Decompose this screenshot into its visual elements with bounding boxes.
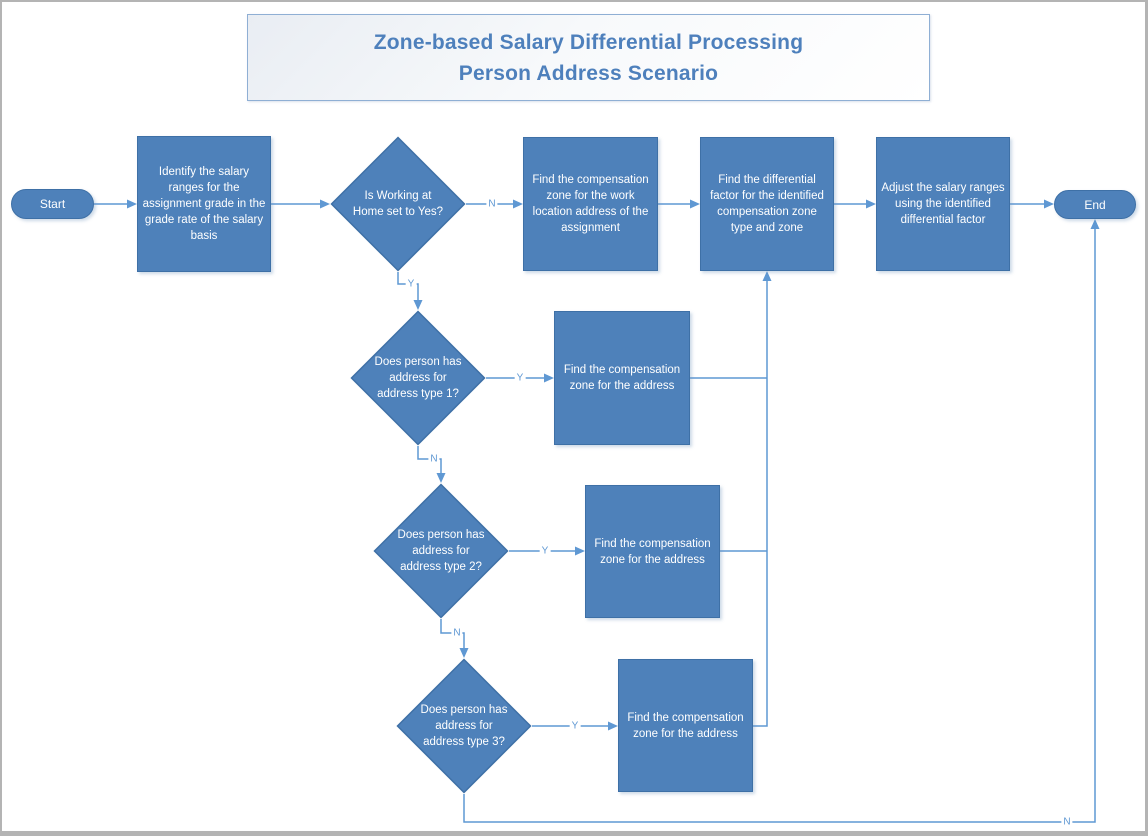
arrowhead-icon [1090, 219, 1100, 229]
decision-address-type-3: Does person has address for address type… [396, 658, 532, 794]
process-find-zone-address-2: Find the compensation zone for the addre… [585, 485, 720, 618]
arrowhead-icon [690, 199, 700, 209]
edge-label-type3-no: N [1061, 816, 1073, 828]
diamond-shape-icon [373, 483, 509, 619]
arrowhead-icon [575, 546, 585, 556]
arrowhead-icon [866, 199, 876, 209]
process-find-zone-work-location: Find the compensation zone for the work … [523, 137, 658, 271]
diamond-shape-icon [330, 136, 466, 272]
edge-label-type1-yes: Y [514, 372, 526, 384]
decision-address-type-2: Does person has address for address type… [373, 483, 509, 619]
end-label: End [1084, 197, 1106, 212]
process-find-zone-address-1-label: Find the compensation zone for the addre… [563, 364, 681, 392]
process-find-differential-factor-label: Find the differential factor for the ide… [710, 174, 824, 234]
process-identify-salary-ranges-label: Identify the salary ranges for the assig… [142, 166, 266, 242]
arrowhead-icon [127, 199, 137, 209]
start-terminator: Start [11, 189, 94, 219]
diamond-shape-icon [350, 310, 486, 446]
edge-label-working-at-home-yes: Y [405, 278, 417, 290]
arrowhead-icon [762, 271, 772, 281]
process-find-differential-factor: Find the differential factor for the ide… [700, 137, 834, 271]
process-find-zone-work-location-label: Find the compensation zone for the work … [532, 174, 649, 234]
diagram-title-box: Zone-based Salary Differential Processin… [247, 14, 930, 101]
edge-label-working-at-home-no: N [486, 198, 498, 210]
diamond-shape-icon [396, 658, 532, 794]
diagram-title-line2: Person Address Scenario [458, 61, 719, 85]
process-adjust-salary-ranges: Adjust the salary ranges using the ident… [876, 137, 1010, 271]
diagram-title-line1: Zone-based Salary Differential Processin… [373, 30, 804, 54]
arrowhead-icon [413, 300, 423, 310]
process-find-zone-address-3-label: Find the compensation zone for the addre… [627, 711, 744, 740]
edge-label-type2-no: N [451, 627, 463, 639]
arrowhead-icon [459, 648, 469, 658]
arrowhead-icon [513, 199, 523, 209]
decision-address-type-1: Does person has address for address type… [350, 310, 486, 446]
start-label: Start [39, 197, 66, 211]
decision-working-at-home: Is Working at Home set to Yes? [330, 136, 466, 272]
process-find-zone-address-3: Find the compensation zone for the addre… [618, 659, 753, 792]
edge-type3-no-to-end [463, 229, 1096, 823]
decision-working-at-home-label: Is Working at Home set to Yes? [352, 190, 444, 218]
decision-address-type-3-label: Does person has address for address type… [420, 704, 508, 748]
arrowhead-icon [544, 373, 554, 383]
arrowhead-icon [1044, 199, 1054, 209]
process-find-zone-address-1: Find the compensation zone for the addre… [554, 311, 690, 445]
process-identify-salary-ranges: Identify the salary ranges for the assig… [137, 136, 271, 272]
arrowhead-icon [608, 721, 618, 731]
decision-address-type-1-label: Does person has address for address type… [374, 356, 462, 400]
decision-address-type-2-label: Does person has address for address type… [397, 529, 485, 573]
arrowhead-icon [436, 473, 446, 483]
end-terminator: End [1054, 190, 1136, 219]
edge-label-type2-yes: Y [539, 545, 551, 557]
process-adjust-salary-ranges-label: Adjust the salary ranges using the ident… [881, 182, 1005, 226]
process-find-zone-address-2-label: Find the compensation zone for the addre… [594, 537, 711, 566]
edge-collector-to-differential [753, 281, 768, 727]
arrowhead-icon [320, 199, 330, 209]
edge-label-type1-no: N [428, 453, 440, 465]
edge-label-type3-yes: Y [569, 720, 581, 732]
